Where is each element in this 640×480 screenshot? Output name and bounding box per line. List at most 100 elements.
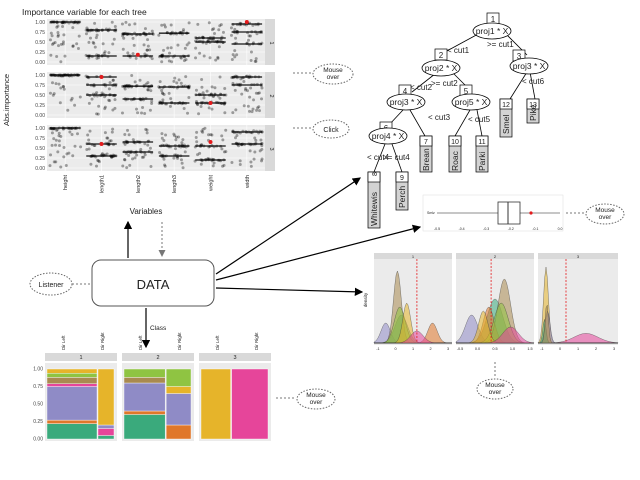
importance-point[interactable] [113,98,117,102]
importance-point[interactable] [157,33,161,37]
importance-point[interactable] [200,129,204,133]
importance-point[interactable] [113,25,117,29]
importance-point[interactable] [73,103,77,107]
importance-point[interactable] [76,46,80,50]
importance-highlight-point[interactable] [244,20,249,24]
importance-point[interactable] [176,43,180,47]
importance-point[interactable] [253,59,257,63]
importance-point[interactable] [207,106,211,110]
mosaic-segment[interactable] [46,377,98,384]
importance-point[interactable] [260,147,264,151]
importance-point[interactable] [234,36,238,40]
importance-point[interactable] [75,42,79,46]
importance-point[interactable] [182,106,186,110]
mosaic-segment[interactable] [46,373,98,378]
importance-point[interactable] [131,138,135,142]
importance-point[interactable] [93,45,97,49]
importance-point[interactable] [162,138,166,142]
importance-point[interactable] [143,52,147,56]
importance-point[interactable] [50,42,54,46]
importance-point[interactable] [54,160,58,164]
importance-point[interactable] [233,55,237,59]
importance-point[interactable] [160,91,164,95]
importance-point[interactable] [113,106,117,110]
importance-point[interactable] [122,36,126,40]
importance-point[interactable] [257,109,261,113]
importance-point[interactable] [69,98,73,102]
tree-node[interactable]: 1 proj1 * X [472,12,512,40]
importance-point[interactable] [56,24,60,28]
importance-point[interactable] [111,108,115,112]
importance-point[interactable] [160,132,164,136]
importance-point[interactable] [174,135,178,139]
importance-point[interactable] [186,111,190,115]
importance-point[interactable] [70,96,74,100]
importance-point[interactable] [92,144,96,148]
importance-point[interactable] [96,112,100,116]
importance-point[interactable] [52,41,56,45]
importance-point[interactable] [238,162,242,166]
importance-point[interactable] [96,158,100,162]
importance-point[interactable] [217,28,221,32]
importance-point[interactable] [97,56,101,60]
importance-point[interactable] [87,138,91,142]
importance-point[interactable] [102,51,106,55]
importance-point[interactable] [146,143,150,147]
mosaic-segment[interactable] [165,386,192,394]
importance-point[interactable] [173,134,177,138]
importance-point[interactable] [162,23,166,27]
importance-point[interactable] [79,145,83,149]
importance-point[interactable] [224,128,228,132]
importance-point[interactable] [257,105,261,109]
importance-point[interactable] [131,36,135,40]
importance-point[interactable] [59,86,63,90]
mosaic-segment[interactable] [165,393,192,426]
importance-point[interactable] [248,149,252,153]
importance-point[interactable] [260,97,264,101]
mosaic-segment[interactable] [165,368,192,387]
importance-point[interactable] [166,46,170,50]
importance-point[interactable] [167,91,171,95]
mosaic-segment[interactable] [123,368,166,378]
importance-point[interactable] [196,22,200,26]
importance-point[interactable] [52,92,56,96]
importance-point[interactable] [135,107,139,111]
importance-point[interactable] [222,163,226,167]
tree-node[interactable]: 6 proj4 * X [368,121,408,145]
importance-point[interactable] [132,43,136,47]
importance-point[interactable] [110,130,114,134]
importance-point[interactable] [253,150,257,154]
importance-point[interactable] [184,58,188,62]
importance-point[interactable] [249,50,253,54]
tree-leaf[interactable]: 9 Perch [395,171,409,211]
importance-point[interactable] [62,146,66,150]
importance-point[interactable] [181,29,185,33]
importance-point[interactable] [259,138,263,142]
importance-point[interactable] [213,86,217,90]
importance-point[interactable] [179,81,183,85]
importance-point[interactable] [249,59,253,63]
importance-point[interactable] [179,56,183,60]
importance-point[interactable] [93,21,97,25]
importance-point[interactable] [59,60,63,64]
importance-point[interactable] [87,40,91,44]
importance-point[interactable] [107,98,111,102]
importance-point[interactable] [144,127,148,131]
importance-point[interactable] [133,22,137,26]
importance-point[interactable] [123,142,127,146]
importance-point[interactable] [144,82,148,86]
importance-point[interactable] [59,135,63,139]
importance-point[interactable] [187,41,191,45]
importance-point[interactable] [112,37,116,41]
mosaic-segment[interactable] [97,428,115,436]
importance-point[interactable] [196,153,200,157]
importance-point[interactable] [100,152,104,156]
importance-point[interactable] [173,76,177,80]
importance-point[interactable] [195,130,199,134]
importance-point[interactable] [249,164,253,168]
importance-point[interactable] [234,108,238,112]
importance-point[interactable] [57,131,61,135]
importance-point[interactable] [199,162,203,166]
importance-point[interactable] [149,165,153,169]
